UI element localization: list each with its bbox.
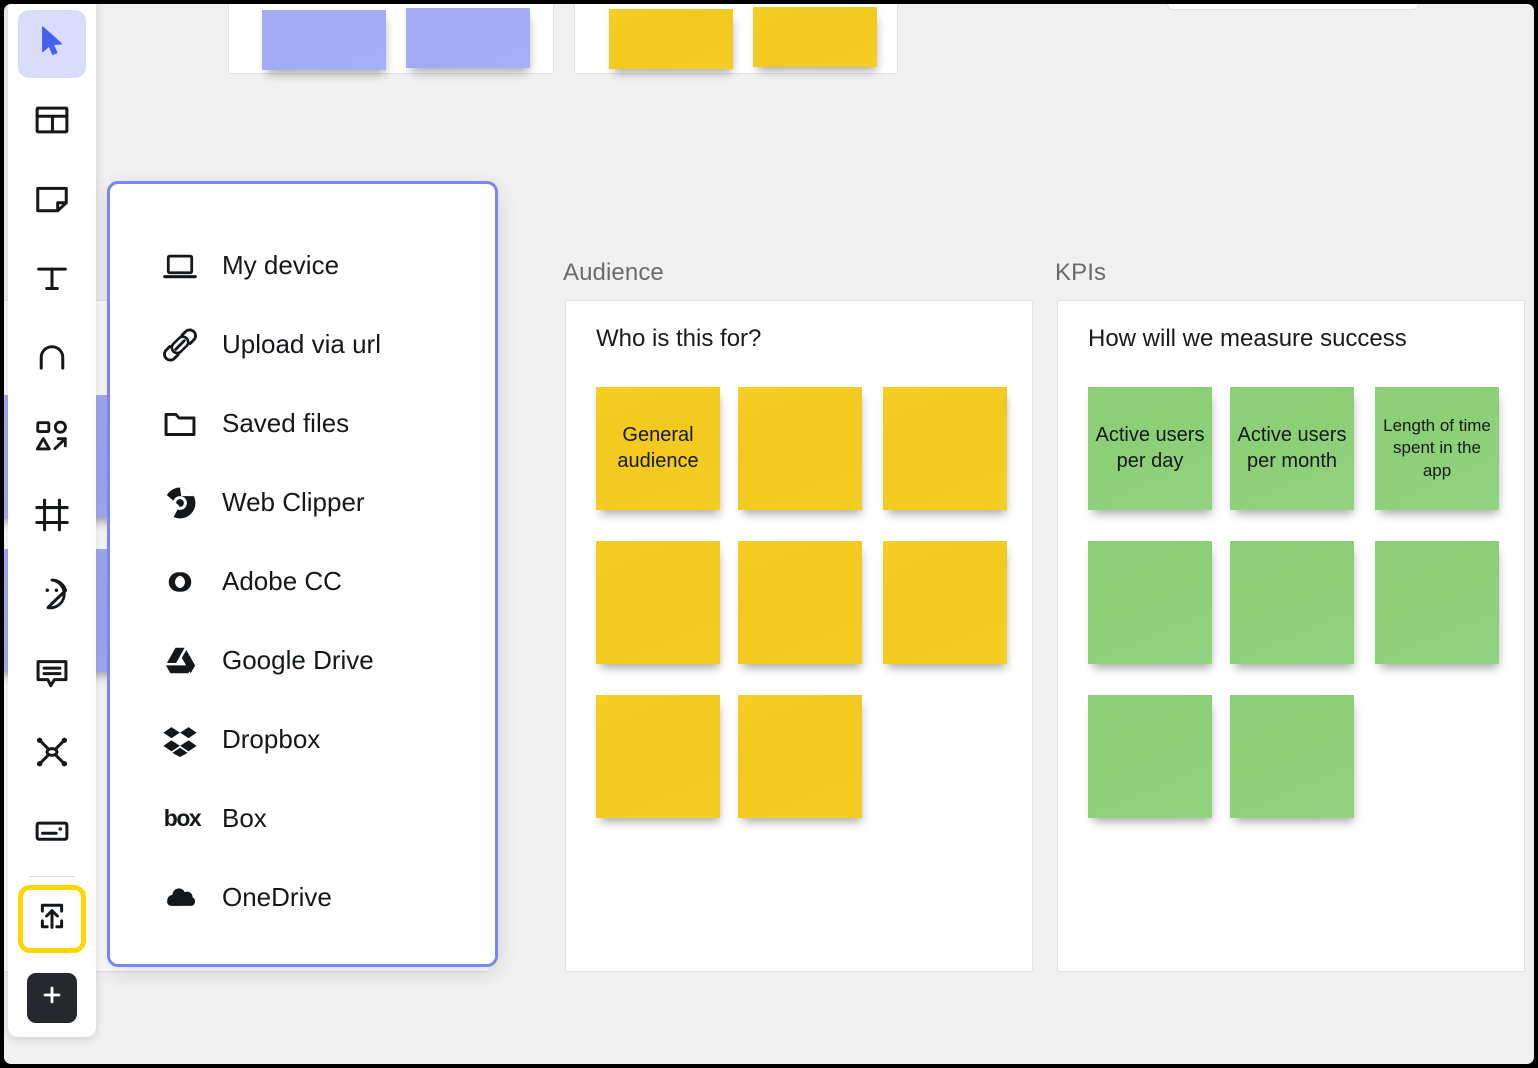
sticky-note[interactable] [1088, 541, 1212, 664]
sticky-note[interactable] [596, 541, 720, 664]
card-heading-kpis: How will we measure success [1088, 325, 1407, 352]
sticky-note[interactable] [738, 695, 862, 818]
sticky-note[interactable] [1375, 541, 1499, 664]
tool-sticky-note[interactable] [8, 162, 96, 241]
menu-item-label: Web Clipper [222, 487, 365, 517]
sticky-note[interactable] [262, 10, 386, 70]
sticky-note[interactable] [1230, 695, 1354, 818]
card-audience[interactable]: Who is this for? General audience [565, 300, 1033, 972]
creation-toolbar[interactable] [8, 4, 96, 1037]
folder-icon [159, 406, 201, 442]
comment-icon [33, 654, 71, 697]
menu-item-label: Upload via url [222, 329, 381, 359]
column-title-audience: Audience [563, 259, 664, 286]
column-title-kpis: KPIs [1055, 259, 1107, 286]
menu-item-my-device[interactable]: My device [110, 226, 495, 305]
tool-shape-a[interactable] [8, 320, 96, 399]
google-drive-icon [159, 643, 201, 679]
menu-item-label: Dropbox [222, 724, 321, 754]
tool-more[interactable] [8, 958, 96, 1037]
sticky-note[interactable] [609, 9, 733, 69]
menu-item-label: Box [222, 803, 267, 833]
sticky-note[interactable] [1230, 541, 1354, 664]
tool-select[interactable] [8, 4, 96, 83]
tool-connection[interactable] [8, 715, 96, 794]
upload-icon [35, 899, 69, 938]
card-kpis[interactable]: How will we measure success Active users… [1057, 300, 1525, 972]
menu-item-upload-via-url[interactable]: Upload via url [110, 305, 495, 384]
shapes-connector-icon [33, 417, 71, 460]
menu-item-label: Saved files [222, 408, 350, 438]
menu-item-google-drive[interactable]: Google Drive [110, 621, 495, 700]
sticky-note[interactable] [1088, 695, 1212, 818]
tool-text[interactable] [8, 241, 96, 320]
menu-item-label: Google Drive [222, 645, 374, 675]
tool-comment[interactable] [8, 636, 96, 715]
tool-frame[interactable] [8, 478, 96, 557]
tool-sticker[interactable] [8, 557, 96, 636]
sticky-note[interactable] [753, 7, 877, 67]
onedrive-icon [159, 879, 201, 917]
menu-item-web-clipper[interactable]: Web Clipper [110, 463, 495, 542]
shape-a-icon [33, 338, 71, 381]
toolbar-divider [29, 876, 75, 877]
whiteboard-canvas[interactable]: Audience Who is this for? General audien… [4, 4, 1534, 1064]
menu-item-label: OneDrive [222, 882, 332, 912]
text-icon [33, 259, 71, 302]
template-icon [33, 101, 71, 144]
offscreen-card-top-yellow[interactable] [574, 4, 898, 74]
upload-dropdown-menu[interactable]: My device Upload via url [107, 181, 498, 967]
frame-icon [33, 496, 71, 539]
sticky-note[interactable] [883, 541, 1007, 664]
card-icon [33, 812, 71, 855]
sticky-note[interactable] [738, 541, 862, 664]
laptop-icon [159, 248, 201, 284]
sticker-icon [33, 575, 71, 618]
connection-icon [33, 733, 71, 776]
menu-item-label: My device [222, 250, 340, 280]
link-icon [159, 327, 201, 363]
sticky-note[interactable]: Length of time spent in the app [1375, 387, 1499, 510]
tool-card[interactable] [8, 794, 96, 873]
sticky-note[interactable]: Active users per day [1088, 387, 1212, 510]
menu-item-dropbox[interactable]: Dropbox [110, 700, 495, 779]
menu-item-box[interactable]: box Box [110, 779, 495, 858]
sticky-note-icon [33, 180, 71, 223]
sticky-note[interactable] [406, 8, 530, 68]
menu-item-saved-files[interactable]: Saved files [110, 384, 495, 463]
card-heading-audience: Who is this for? [596, 325, 762, 352]
box-icon: box [159, 806, 205, 832]
sticky-note[interactable]: Active users per month [1230, 387, 1354, 510]
tool-upload[interactable] [8, 879, 96, 958]
plus-icon [39, 982, 65, 1013]
tool-template[interactable] [8, 83, 96, 162]
sticky-note[interactable]: General audience [596, 387, 720, 510]
sticky-note[interactable] [883, 387, 1007, 510]
sticky-note[interactable] [738, 387, 862, 510]
menu-item-label: Adobe CC [222, 566, 342, 596]
menu-item-adobe-cc[interactable]: Adobe CC [110, 542, 495, 621]
menu-item-onedrive[interactable]: OneDrive [110, 858, 495, 937]
offscreen-card-top-right[interactable] [1167, 4, 1419, 10]
svg-text:box: box [164, 806, 202, 831]
offscreen-card-top-blue[interactable] [228, 4, 554, 74]
sticky-note[interactable] [596, 695, 720, 818]
cursor-icon [35, 24, 69, 63]
tool-shapes[interactable] [8, 399, 96, 478]
chrome-icon [159, 485, 201, 521]
adobe-cc-icon [159, 564, 201, 600]
dropbox-icon [159, 722, 201, 758]
